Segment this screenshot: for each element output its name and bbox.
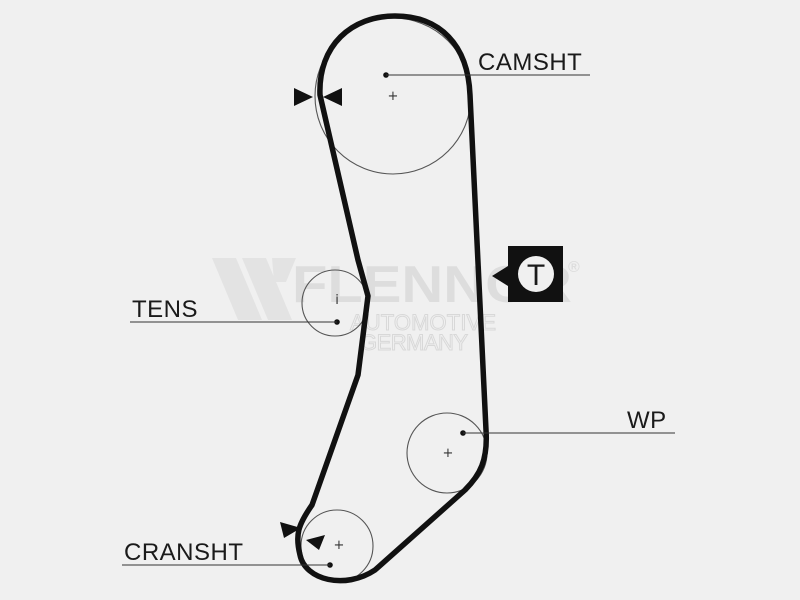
camshaft-center-marker: + — [388, 89, 399, 104]
bowtie-arrow-icon — [280, 522, 325, 550]
water-pump-center-marker: + — [443, 446, 454, 461]
watermark-logo-stripe — [242, 258, 292, 320]
bowtie-arrow-icon — [294, 88, 342, 106]
camshaft-label: CAMSHT — [478, 49, 582, 76]
tensioner-center-marker: i — [335, 293, 339, 308]
watermark-line1: AUTOMOTIVE — [350, 310, 500, 335]
watermark-line2: GERMANY — [360, 330, 472, 355]
water-pump-label: WP — [627, 407, 667, 434]
tension-arrow — [492, 266, 508, 286]
tension-symbol-icon: T — [492, 246, 563, 302]
watermark-logo-stripe — [272, 258, 296, 282]
crankshaft-label: CRANSHT — [124, 539, 244, 566]
timing-belt — [295, 13, 490, 584]
tension-box-circle — [518, 256, 554, 292]
watermark-registered-mark: ® — [568, 259, 580, 276]
tension-letter: T — [527, 259, 545, 292]
watermark-logo-stripe — [212, 258, 262, 320]
crankshaft-center-marker: + — [334, 538, 345, 553]
tensioner-label: TENS — [132, 296, 198, 323]
